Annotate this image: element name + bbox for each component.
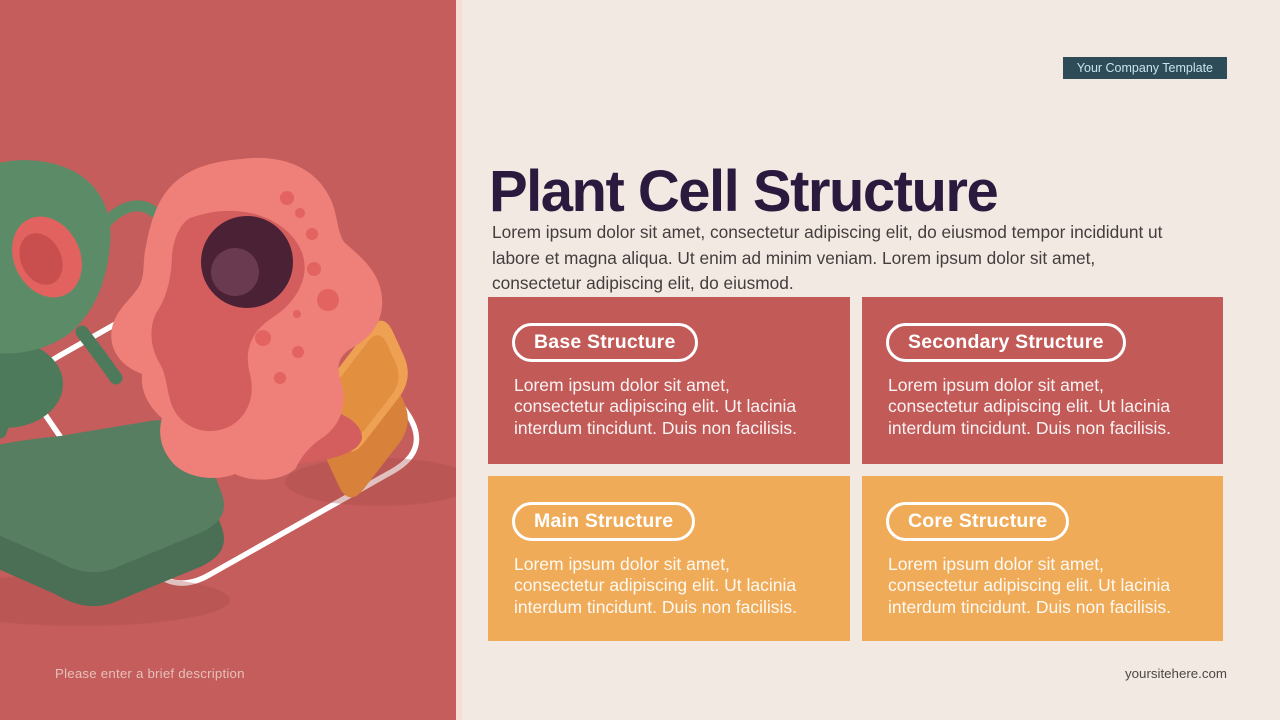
card-secondary-structure: Secondary Structure Lorem ipsum dolor si… [862, 297, 1223, 464]
green-cell-shade [0, 340, 63, 428]
illustration-panel: Please enter a brief description [0, 0, 456, 720]
pink-cell-nucleolus [211, 248, 259, 296]
green-block [0, 419, 230, 626]
card-body-text: Lorem ipsum dolor sit amet, consectetur … [514, 554, 798, 617]
green-cell-nucleus [19, 233, 63, 285]
company-template-badge: Your Company Template [1062, 57, 1227, 79]
card-label-pill: Secondary Structure [886, 323, 1126, 362]
pink-cell-spots [255, 191, 339, 384]
card-body-text: Lorem ipsum dolor sit amet, consectetur … [514, 375, 798, 438]
card-main-structure: Main Structure Lorem ipsum dolor sit ame… [488, 476, 850, 641]
card-label-pill: Base Structure [512, 323, 698, 362]
website-footer: yoursitehere.com [1125, 666, 1227, 681]
description-placeholder[interactable]: Please enter a brief description [55, 666, 245, 681]
card-base-structure: Base Structure Lorem ipsum dolor sit ame… [488, 297, 850, 464]
card-core-structure: Core Structure Lorem ipsum dolor sit ame… [862, 476, 1223, 641]
card-body-text: Lorem ipsum dolor sit amet, consectetur … [888, 554, 1172, 617]
green-cell [0, 160, 160, 439]
card-body-text: Lorem ipsum dolor sit amet, consectetur … [888, 375, 1172, 438]
green-cell-leg [75, 325, 123, 385]
green-block-top [0, 419, 224, 573]
pink-cell [111, 157, 383, 480]
panel-divider [456, 0, 462, 720]
intro-paragraph: Lorem ipsum dolor sit amet, consectetur … [492, 222, 1163, 293]
plant-cell-illustration [0, 157, 456, 626]
page-title: Plant Cell Structure [489, 158, 999, 224]
orange-block-inset [333, 335, 399, 438]
card-label-pill: Core Structure [886, 502, 1070, 541]
structure-cards: Base Structure Lorem ipsum dolor sit ame… [488, 297, 1223, 641]
card-label-pill: Main Structure [512, 502, 696, 541]
